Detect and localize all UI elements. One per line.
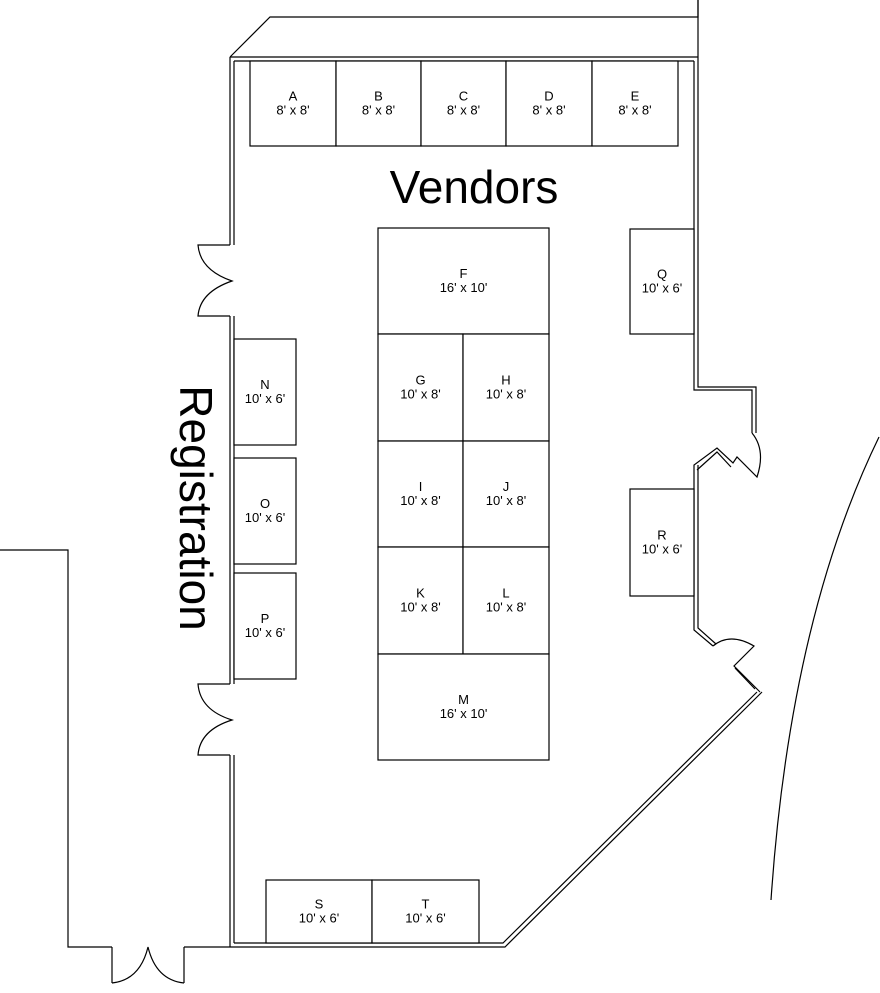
booth-size: 10' x 6' — [299, 911, 339, 926]
booth-size: 10' x 6' — [642, 281, 682, 296]
booth-f[interactable]: F16' x 10' — [377, 227, 550, 335]
bottom-wall-outer — [230, 691, 763, 948]
booth-e[interactable]: E8' x 8' — [591, 60, 679, 147]
booth-size: 8' x 8' — [362, 103, 395, 118]
booth-name: I — [419, 479, 423, 494]
booth-name: N — [260, 377, 269, 392]
booth-outline[interactable] — [629, 228, 695, 335]
booth-outline[interactable] — [377, 333, 464, 442]
booth-name: D — [544, 89, 553, 104]
booth-outline[interactable] — [233, 457, 297, 565]
booth-s[interactable]: S10' x 6' — [265, 879, 373, 944]
booth-r[interactable]: R10' x 6' — [629, 488, 695, 597]
booth-q[interactable]: Q10' x 6' — [629, 228, 695, 335]
booth-name: B — [374, 89, 383, 104]
booth-outline[interactable] — [462, 546, 550, 655]
booth-b[interactable]: B8' x 8' — [335, 60, 422, 147]
booth-size: 8' x 8' — [618, 103, 651, 118]
booth-j[interactable]: J10' x 8' — [462, 440, 550, 548]
booth-t[interactable]: T10' x 6' — [371, 879, 480, 944]
booth-name: E — [631, 89, 640, 104]
booth-name: P — [261, 611, 270, 626]
booth-name: C — [459, 89, 468, 104]
booth-name: F — [460, 266, 468, 281]
booth-name: M — [458, 692, 469, 707]
booth-size: 8' x 8' — [532, 103, 565, 118]
booth-p[interactable]: P10' x 6' — [233, 572, 297, 680]
booth-outline[interactable] — [371, 879, 480, 944]
booth-n[interactable]: N10' x 6' — [233, 338, 297, 446]
booth-outline[interactable] — [462, 440, 550, 548]
booth-size: 16' x 10' — [440, 280, 488, 295]
booth-h[interactable]: H10' x 8' — [462, 333, 550, 442]
booth-name: G — [415, 373, 425, 388]
booth-name: L — [502, 586, 509, 601]
booth-g[interactable]: G10' x 8' — [377, 333, 464, 442]
right-wall-inner — [693, 61, 753, 433]
booth-outline[interactable] — [265, 879, 373, 944]
registration-label: Registration — [170, 385, 222, 630]
booth-o[interactable]: O10' x 6' — [233, 457, 297, 565]
booth-name: O — [260, 496, 270, 511]
booth-size: 8' x 8' — [276, 103, 309, 118]
booth-size: 10' x 6' — [405, 911, 445, 926]
door-annex-bottom — [111, 946, 185, 984]
booth-name: H — [501, 373, 510, 388]
booths: A8' x 8'B8' x 8'C8' x 8'D8' x 8'E8' x 8'… — [233, 60, 695, 944]
booth-outline[interactable] — [377, 653, 550, 761]
booth-outline[interactable] — [377, 227, 550, 335]
door-right-lower — [712, 638, 761, 693]
outdoor-curve — [770, 436, 880, 901]
booth-size: 10' x 8' — [400, 600, 440, 615]
booth-size: 16' x 10' — [440, 706, 488, 721]
booth-name: T — [422, 897, 430, 912]
booth-size: 10' x 8' — [400, 493, 440, 508]
booth-i[interactable]: I10' x 8' — [377, 440, 464, 548]
right-wall-mid-inner — [693, 490, 714, 647]
booth-size: 10' x 8' — [486, 600, 526, 615]
top-wall-outer — [229, 0, 699, 58]
booth-size: 10' x 8' — [486, 387, 526, 402]
booth-outline[interactable] — [629, 488, 695, 597]
booth-size: 8' x 8' — [447, 103, 480, 118]
booth-outline[interactable] — [462, 333, 550, 442]
booth-outline[interactable] — [335, 60, 422, 147]
booth-l[interactable]: L10' x 8' — [462, 546, 550, 655]
booth-size: 10' x 8' — [486, 493, 526, 508]
booth-outline[interactable] — [377, 440, 464, 548]
door-left-lower — [197, 683, 235, 756]
booth-name: Q — [657, 267, 667, 282]
booth-outline[interactable] — [233, 572, 297, 680]
booth-size: 10' x 6' — [245, 391, 285, 406]
booth-name: S — [315, 897, 324, 912]
right-wall-mid-outer — [697, 465, 717, 645]
booth-name: A — [289, 89, 298, 104]
vendors-label: Vendors — [390, 161, 559, 213]
booth-d[interactable]: D8' x 8' — [505, 60, 593, 147]
annex-wall — [0, 549, 230, 983]
booth-size: 10' x 8' — [400, 387, 440, 402]
booth-size: 10' x 6' — [245, 510, 285, 525]
booth-m[interactable]: M16' x 10' — [377, 653, 550, 761]
door-right-upper — [693, 432, 762, 490]
booth-a[interactable]: A8' x 8' — [249, 60, 337, 147]
booth-outline[interactable] — [233, 338, 297, 446]
booth-k[interactable]: K10' x 8' — [377, 546, 464, 655]
booth-outline[interactable] — [377, 546, 464, 655]
booth-name: K — [416, 586, 425, 601]
booth-outline[interactable] — [591, 60, 679, 147]
booth-name: J — [503, 479, 510, 494]
booth-outline[interactable] — [420, 60, 507, 147]
booth-size: 10' x 6' — [642, 542, 682, 557]
booth-c[interactable]: C8' x 8' — [420, 60, 507, 147]
booth-size: 10' x 6' — [245, 625, 285, 640]
booth-name: R — [657, 528, 666, 543]
right-wall-outer — [697, 0, 757, 433]
door-left-upper — [197, 244, 234, 317]
